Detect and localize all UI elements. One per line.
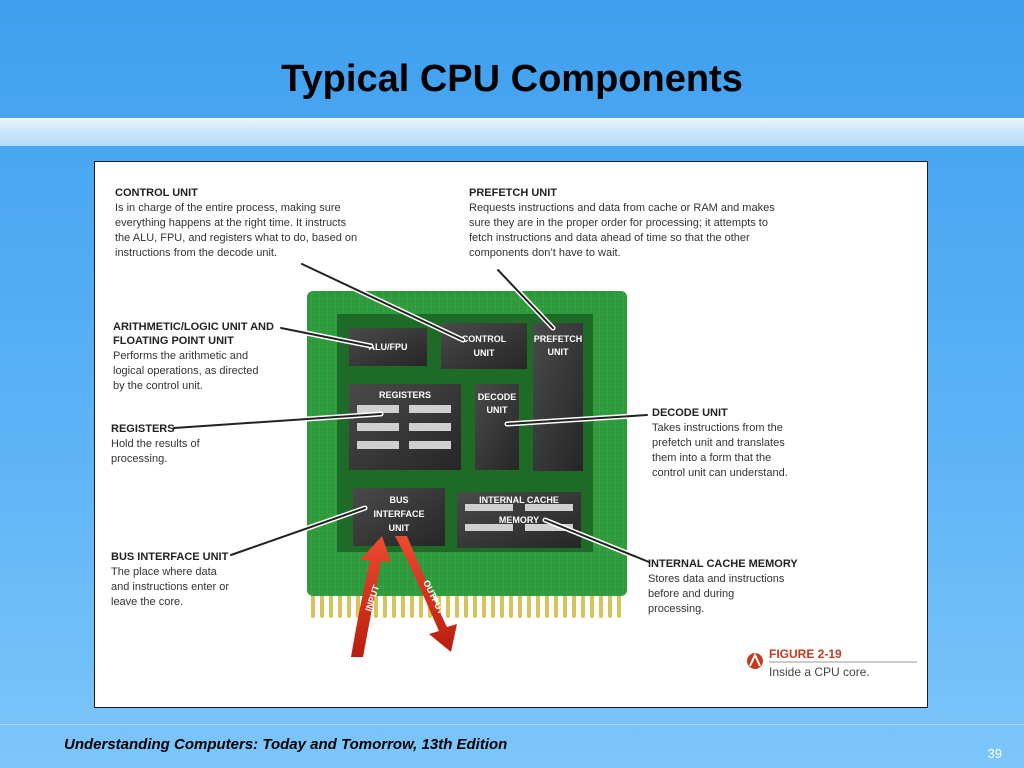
chip-pin — [545, 592, 549, 618]
prefetch-unit-block — [533, 323, 583, 471]
chip-pin — [338, 592, 342, 618]
chip-pin — [536, 592, 540, 618]
chip-label-bus-2: INTERFACE — [373, 509, 424, 519]
register-cells — [357, 405, 451, 449]
callout-registers-line-2: processing. — [111, 453, 167, 465]
cpu-diagram-svg: ALU/FPU CONTROL UNIT PREFETCH UNIT REGIS… — [111, 187, 917, 679]
cpu-core-figure: ALU/FPU CONTROL UNIT PREFETCH UNIT REGIS… — [94, 161, 928, 708]
chip-pin — [356, 592, 360, 618]
callout-decode-unit-line-2: prefetch unit and translates — [652, 437, 785, 449]
footer-divider — [0, 724, 1024, 725]
callout-alu-fpu-heading-1: ARITHMETIC/LOGIC UNIT AND — [113, 321, 274, 333]
chip-pin — [554, 592, 558, 618]
chip-pin — [401, 592, 405, 618]
chip-label-prefetch-1: PREFETCH — [534, 334, 583, 344]
callout-prefetch-unit-line-3: fetch instructions and data ahead of tim… — [469, 232, 750, 244]
figure-logo-icon — [747, 652, 763, 669]
chip-label-cache-2: MEMORY — [499, 515, 539, 525]
chip-pin — [599, 592, 603, 618]
callout-cache-line-3: processing. — [648, 603, 704, 615]
chip-pin — [572, 592, 576, 618]
chip-pin — [311, 592, 315, 618]
chip-pin — [329, 592, 333, 618]
chip-pin — [617, 592, 621, 618]
chip-pin — [419, 592, 423, 618]
chip-pin — [464, 592, 468, 618]
callout-decode-unit-line-3: them into a form that the — [652, 452, 771, 464]
internal-cache-block — [457, 492, 581, 548]
chip-label-bus-1: BUS — [389, 495, 408, 505]
callout-cache-line-1: Stores data and instructions — [648, 573, 785, 585]
chip-pin — [347, 592, 351, 618]
footer-text: Understanding Computers: Today and Tomor… — [64, 736, 508, 753]
chip-label-bus-3: UNIT — [389, 523, 410, 533]
callout-decode-unit-line-4: control unit can understand. — [652, 467, 788, 479]
page-number: 39 — [987, 746, 1002, 761]
chip-pin — [455, 592, 459, 618]
callout-cache-line-2: before and during — [648, 588, 734, 600]
chip-pin — [410, 592, 414, 618]
output-arrow — [395, 536, 457, 652]
callout-decode-unit-line-1: Takes instructions from the — [652, 422, 783, 434]
chip-label-decode-2: UNIT — [487, 405, 508, 415]
callout-alu-fpu-line-3: by the control unit. — [113, 380, 203, 392]
callout-control-unit-line-1: Is in charge of the entire process, maki… — [115, 202, 341, 214]
callout-cache-heading: INTERNAL CACHE MEMORY — [648, 558, 798, 570]
chip-pin — [527, 592, 531, 618]
slide-title: Typical CPU Components — [281, 58, 743, 100]
callout-prefetch-unit-line-2: sure they are in the proper order for pr… — [469, 217, 768, 229]
chip-pin — [518, 592, 522, 618]
chip-pin — [482, 592, 486, 618]
callout-decode-unit-heading: DECODE UNIT — [652, 407, 728, 419]
callout-bus-interface-line-1: The place where data — [111, 566, 218, 578]
chip-label-cache-1: INTERNAL CACHE — [479, 495, 559, 505]
chip-label-control-1: CONTROL — [462, 334, 507, 344]
chip-pin — [392, 592, 396, 618]
callout-prefetch-unit-heading: PREFETCH UNIT — [469, 187, 557, 199]
chip-pin — [500, 592, 504, 618]
chip-pin — [383, 592, 387, 618]
input-arrow — [351, 536, 391, 657]
chip-pin — [581, 592, 585, 618]
callout-bus-interface-line-2: and instructions enter or — [111, 581, 229, 593]
chip-pin — [320, 592, 324, 618]
callout-control-unit-heading: CONTROL UNIT — [115, 187, 198, 199]
callout-alu-fpu-heading-2: FLOATING POINT UNIT — [113, 335, 234, 347]
chip-pin — [563, 592, 567, 618]
figure-number: FIGURE 2-19 — [769, 647, 842, 661]
leader-lines — [173, 263, 650, 563]
chip-pin — [590, 592, 594, 618]
chip-label-prefetch-2: UNIT — [548, 347, 569, 357]
callout-prefetch-unit-line-1: Requests instructions and data from cach… — [469, 202, 775, 214]
chip-label-alu-fpu: ALU/FPU — [369, 342, 408, 352]
chip-pin — [473, 592, 477, 618]
chip-pin — [509, 592, 513, 618]
chip-pin — [374, 592, 378, 618]
chip-pin — [446, 592, 450, 618]
callout-control-unit-line-2: everything happens at the right time. It… — [115, 217, 347, 229]
callout-control-unit-line-4: instructions from the decode unit. — [115, 247, 277, 259]
callout-bus-interface-heading: BUS INTERFACE UNIT — [111, 551, 229, 563]
decode-unit-block — [475, 384, 519, 470]
callout-control-unit-line-3: the ALU, FPU, and registers what to do, … — [115, 232, 357, 244]
chip-label-control-2: UNIT — [474, 348, 495, 358]
callout-alu-fpu-line-1: Performs the arithmetic and — [113, 350, 248, 362]
callout-bus-interface-line-3: leave the core. — [111, 596, 183, 608]
chip-pin — [608, 592, 612, 618]
title-decoration-band — [0, 118, 1024, 146]
cache-cells — [465, 504, 573, 531]
callout-registers-line-1: Hold the results of — [111, 438, 201, 450]
callout-alu-fpu-line-2: logical operations, as directed — [113, 365, 259, 377]
callout-prefetch-unit-line-4: components don’t have to wait. — [469, 247, 621, 259]
figure-caption: Inside a CPU core. — [769, 665, 870, 679]
chip-label-decode-1: DECODE — [478, 392, 517, 402]
chip-label-registers: REGISTERS — [379, 390, 431, 400]
chip-pin — [491, 592, 495, 618]
callout-registers-heading: REGISTERS — [111, 423, 175, 435]
alu-fpu-block — [349, 328, 427, 366]
control-unit-block — [441, 323, 527, 369]
